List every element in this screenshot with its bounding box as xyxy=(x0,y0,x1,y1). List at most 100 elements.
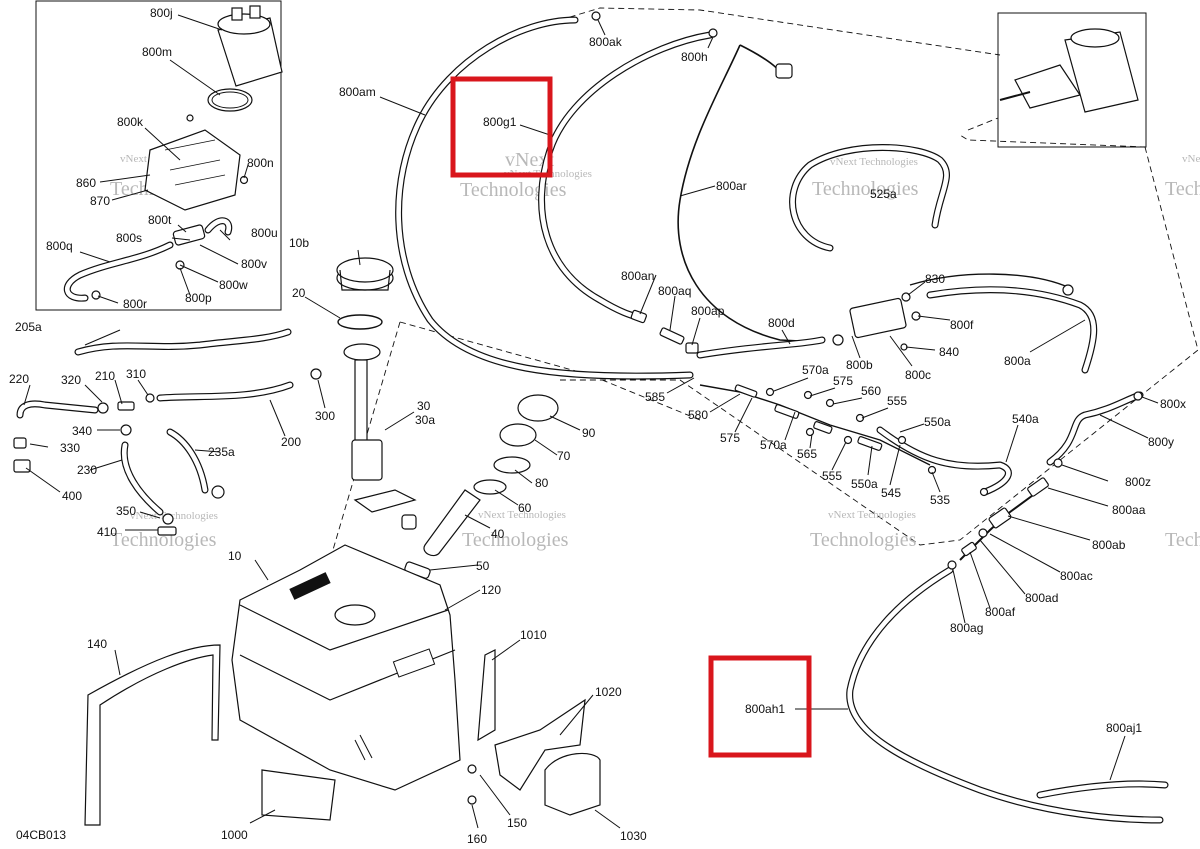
callout-860: 860 xyxy=(76,176,96,190)
callout-1010: 1010 xyxy=(520,628,547,642)
callout-800v: 800v xyxy=(241,257,267,271)
callout-410: 410 xyxy=(97,525,117,539)
fuel-pump-assembly xyxy=(336,257,417,530)
highlight-box-800ah1 xyxy=(708,655,812,758)
callout-575-1: 575 xyxy=(833,374,853,388)
callout-800u: 800u xyxy=(251,226,278,240)
callout-800j: 800j xyxy=(150,6,173,20)
callout-535: 535 xyxy=(930,493,950,507)
callout-570a-2: 570a xyxy=(760,438,787,452)
callout-840: 840 xyxy=(939,345,959,359)
watermark-line2: Technologies xyxy=(1165,178,1200,200)
callout-350: 350 xyxy=(116,504,136,518)
vent-group-dashed-outline xyxy=(559,7,1199,546)
nut-160 xyxy=(467,764,477,774)
callout-800b: 800b xyxy=(846,358,873,372)
watermark-line2: Technologies xyxy=(460,179,567,201)
watermark-brand-small: vNext Technologies xyxy=(828,509,916,521)
callout-800q: 800q xyxy=(46,239,73,253)
tank-strap xyxy=(84,644,221,826)
callout-550a-2: 550a xyxy=(851,477,878,491)
watermark-line2: Technologies xyxy=(1165,529,1200,551)
callout-800c: 800c xyxy=(905,368,931,382)
callout-800t: 800t xyxy=(148,213,172,227)
vent-fittings xyxy=(591,11,1143,570)
callout-800ah1: 800ah1 xyxy=(745,702,785,716)
callout-30a: 30a xyxy=(415,413,435,427)
hose-group-dashed-outline xyxy=(959,117,1147,148)
callout-200: 200 xyxy=(281,435,301,449)
callout-330: 330 xyxy=(60,441,80,455)
callout-565: 565 xyxy=(797,447,817,461)
callout-800aa: 800aa xyxy=(1112,503,1146,517)
callout-800ag: 800ag xyxy=(950,621,983,635)
callout-80: 80 xyxy=(535,476,549,490)
callout-10: 10 xyxy=(228,549,242,563)
callout-555-2: 555 xyxy=(822,469,842,483)
callout-800x: 800x xyxy=(1160,397,1186,411)
callout-800f: 800f xyxy=(950,318,974,332)
vent-hoses xyxy=(395,16,1169,824)
canister-inset-frame xyxy=(35,0,282,311)
callout-800z: 800z xyxy=(1125,475,1151,489)
watermark-brand-small: vNext Technologies xyxy=(830,156,918,168)
callout-1030: 1030 xyxy=(620,829,647,843)
callout-800ab: 800ab xyxy=(1092,538,1126,552)
callout-205a: 205a xyxy=(15,320,42,334)
callout-800aq: 800aq xyxy=(658,284,691,298)
callout-60: 60 xyxy=(518,501,532,515)
callout-210: 210 xyxy=(95,369,115,383)
callout-800d: 800d xyxy=(768,316,795,330)
canister-inset-parts xyxy=(64,5,283,302)
fuel-tank xyxy=(231,544,461,791)
callout-585: 585 xyxy=(645,390,665,404)
watermark-brand-small: vNext Technologies xyxy=(130,510,218,522)
callout-90: 90 xyxy=(582,426,596,440)
callout-800p: 800p xyxy=(185,291,212,305)
callout-40: 40 xyxy=(491,527,505,541)
callout-1000: 1000 xyxy=(221,828,248,842)
callout-525a: 525a xyxy=(870,187,897,201)
watermark-brand-small: vNext xyxy=(1182,153,1200,165)
callout-310: 310 xyxy=(126,367,146,381)
callout-830: 830 xyxy=(925,272,945,286)
callout-580: 580 xyxy=(688,408,708,422)
callout-235a: 235a xyxy=(208,445,235,459)
callout-555-1: 555 xyxy=(887,394,907,408)
diagram-id: 04CB013 xyxy=(16,828,66,842)
callout-545: 545 xyxy=(881,486,901,500)
callout-1020: 1020 xyxy=(595,685,622,699)
callout-10b: 10b xyxy=(289,236,309,250)
shield-1020 xyxy=(494,698,586,791)
top-right-inset-parts xyxy=(999,28,1139,113)
callout-50: 50 xyxy=(476,559,490,573)
watermark-line2: Technologies xyxy=(110,529,217,551)
callout-800w: 800w xyxy=(219,278,248,292)
callout-870: 870 xyxy=(90,194,110,208)
callout-550a-1: 550a xyxy=(924,415,951,429)
callout-560: 560 xyxy=(861,384,881,398)
callout-800af: 800af xyxy=(985,605,1016,619)
callout-800an: 800an xyxy=(621,269,654,283)
callout-20: 20 xyxy=(292,286,306,300)
highlight-box-800g1 xyxy=(450,76,553,178)
watermark-line2: Technologies xyxy=(812,178,919,200)
callout-800k: 800k xyxy=(117,115,144,129)
callout-30: 30 xyxy=(417,399,431,413)
callout-800h: 800h xyxy=(681,50,708,64)
callout-800aj1: 800aj1 xyxy=(1106,721,1142,735)
skid-plate-1000 xyxy=(261,769,336,821)
callout-570a-1: 570a xyxy=(802,363,829,377)
filler-neck-parts xyxy=(404,394,559,579)
watermark-brand-small: vNext Technologies xyxy=(478,509,566,521)
callout-800m: 800m xyxy=(142,45,172,59)
callout-800ad: 800ad xyxy=(1025,591,1058,605)
callout-800ap: 800ap xyxy=(691,304,725,318)
top-right-inset-frame xyxy=(997,12,1147,148)
callout-340: 340 xyxy=(72,424,92,438)
callout-labels: 800j 800m 800k 800n 860 870 800t 800s 80… xyxy=(9,6,1186,846)
shield-1030 xyxy=(544,752,601,816)
callout-140: 140 xyxy=(87,637,107,651)
callout-800a: 800a xyxy=(1004,354,1031,368)
